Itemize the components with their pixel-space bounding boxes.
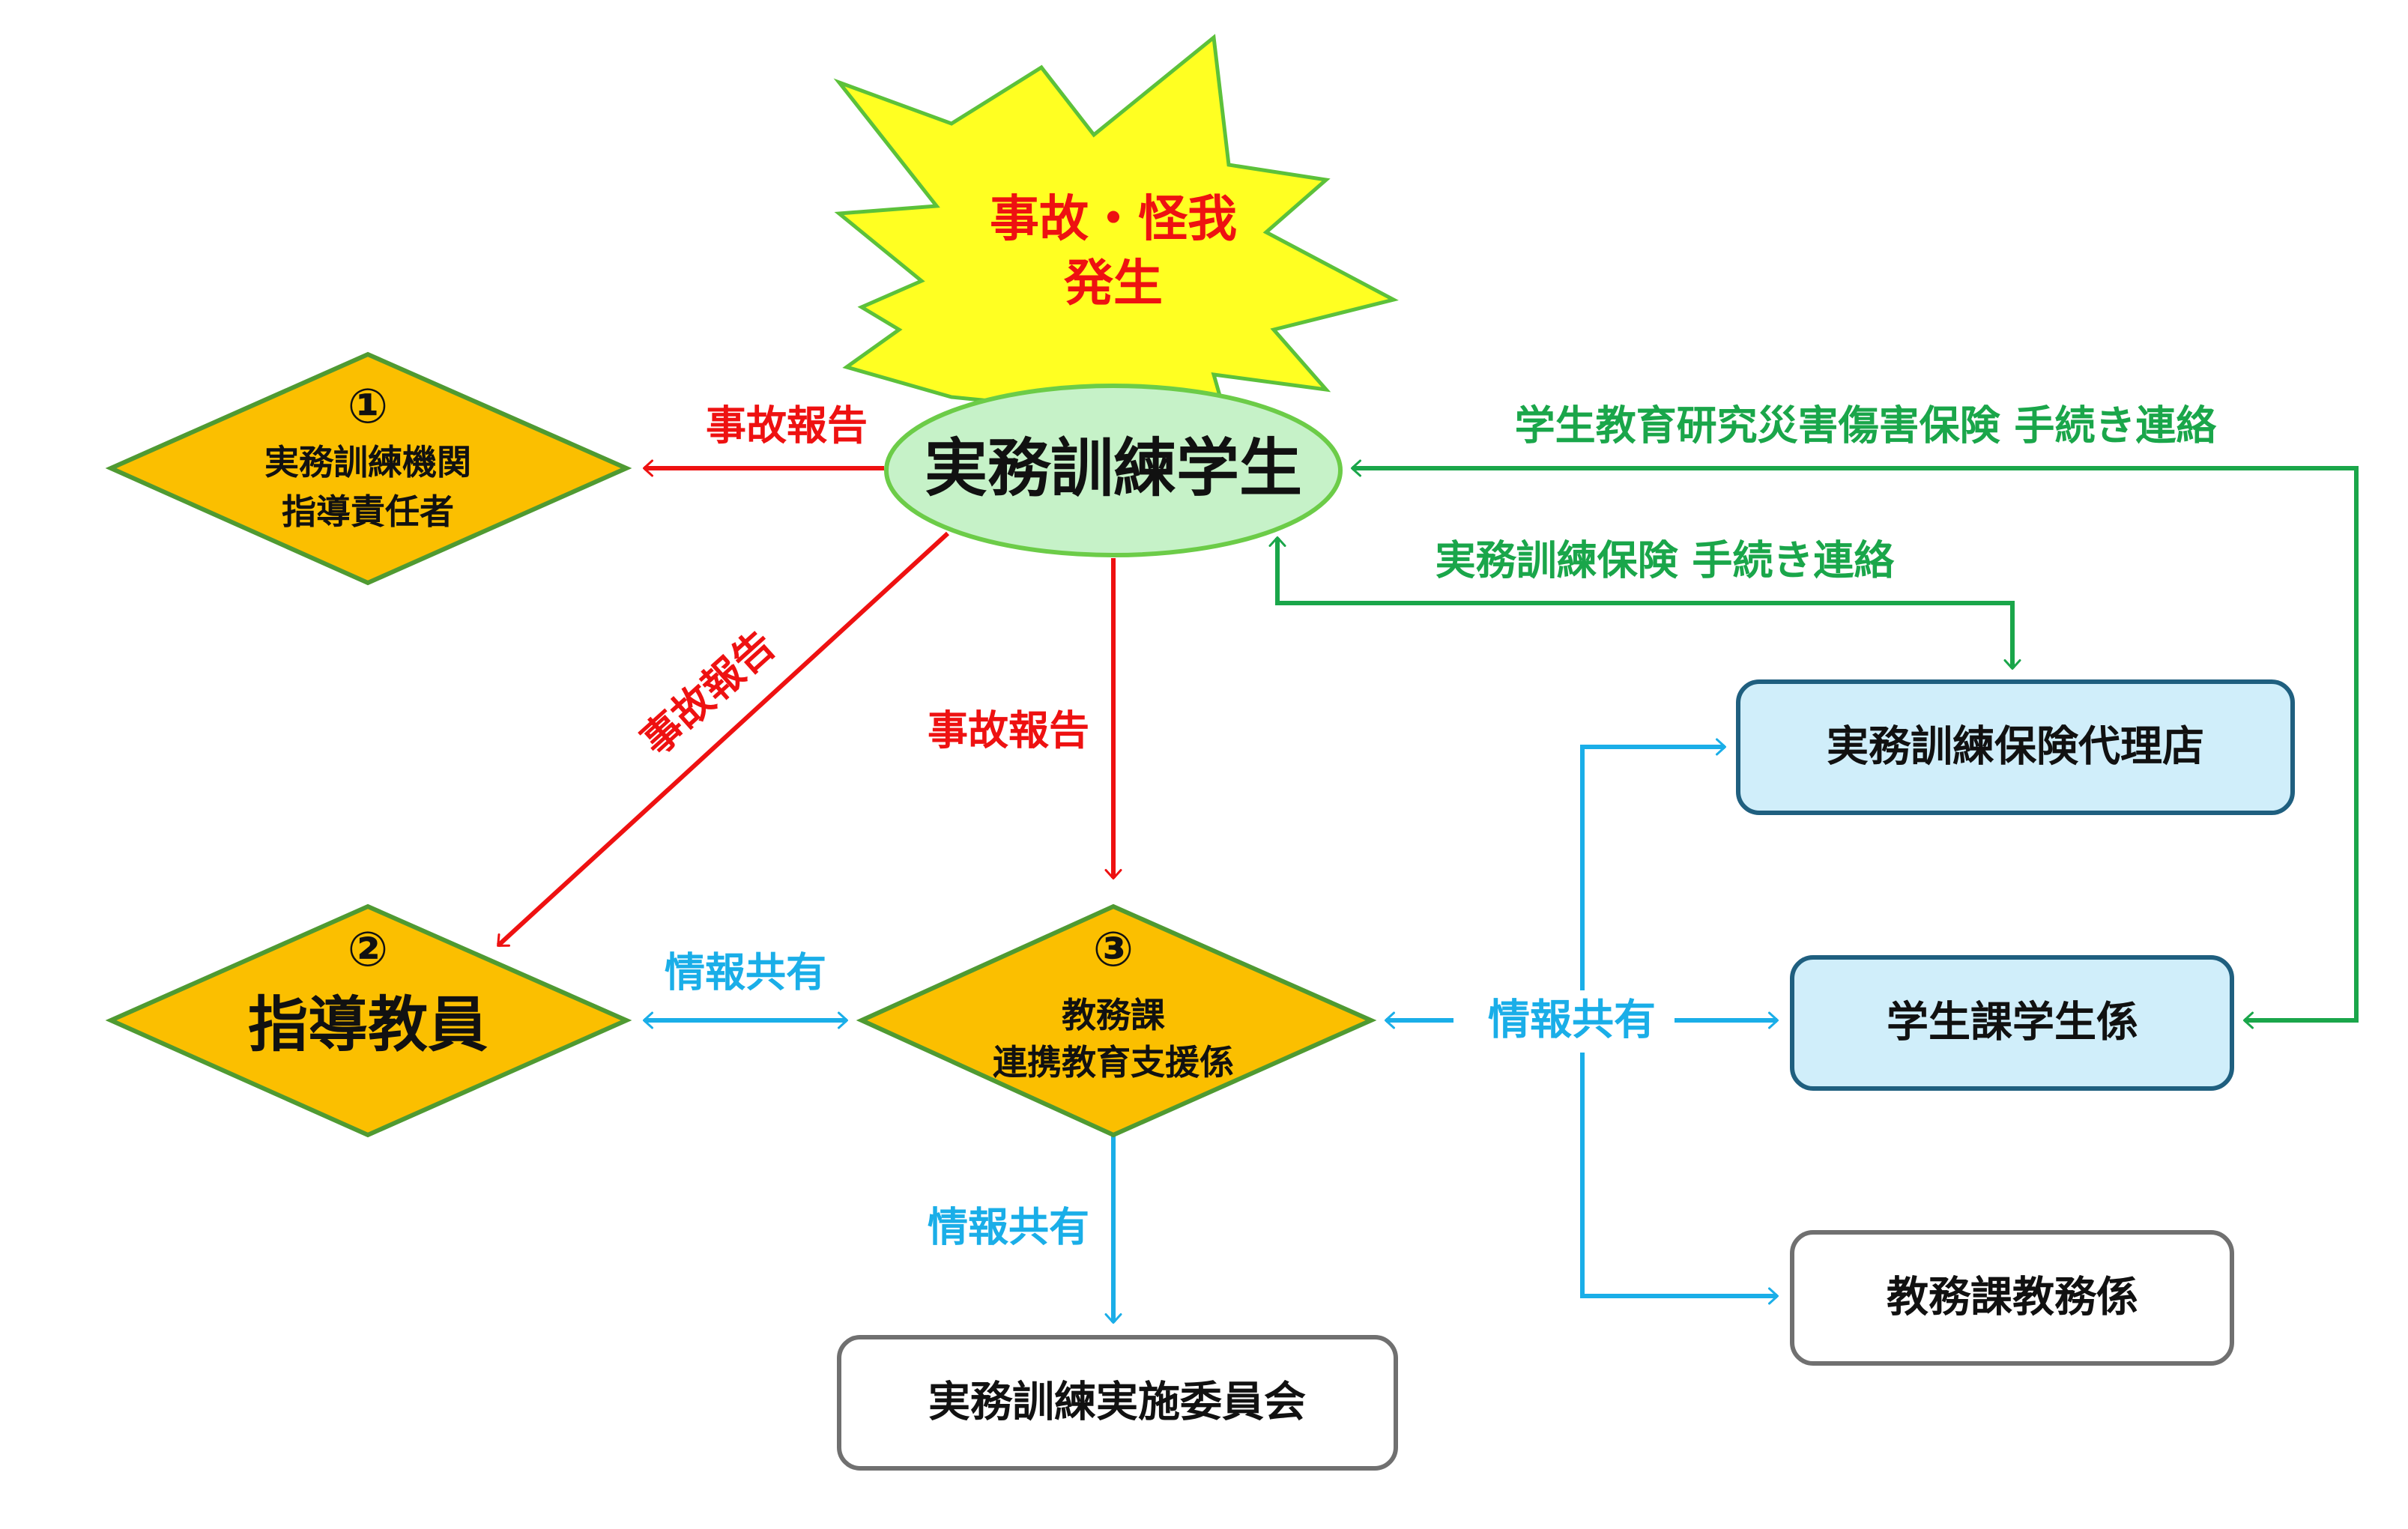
edge-label-share-2-3: 情報共有	[665, 949, 826, 996]
insurance-agency-label: 実務訓練保険代理店	[1827, 723, 2204, 772]
edge-label-share-3-committee: 情報共有	[928, 1204, 1089, 1251]
student-node	[884, 384, 1343, 557]
academic-affairs-box	[1790, 1230, 2234, 1366]
node2-label: 指導教員	[248, 990, 488, 1060]
diamond-node1	[105, 351, 632, 586]
node3-label-line1: 教務課	[1062, 995, 1165, 1035]
diamond-node2	[105, 903, 632, 1138]
edge-share-bracket-top	[1580, 738, 1726, 990]
edge-label-disaster-insurance-contact: 学生教育研究災害傷害保険 手続き連絡	[1515, 402, 2218, 449]
student-affairs-box	[1790, 955, 2234, 1091]
diamond-node3	[856, 903, 1377, 1138]
edge-label-insurance-contact: 実務訓練保険 手続き連絡	[1436, 537, 1896, 584]
edge-label-report-node2: 事故報告	[632, 621, 784, 764]
node1-label-line1: 実務訓練機関	[264, 442, 471, 482]
burst-label-line1: 事故・怪我	[990, 190, 1237, 248]
insurance-agency-box	[1736, 679, 2295, 815]
node3-number: ③	[1093, 922, 1134, 978]
student-label: 実務訓練学生	[925, 432, 1302, 505]
committee-box	[837, 1335, 1398, 1471]
node1-label-line2: 指導責任者	[282, 491, 454, 532]
academic-affairs-label: 教務課教務係	[1887, 1274, 2138, 1322]
node2-number: ②	[348, 922, 388, 978]
edge-label-report-node1: 事故報告	[706, 402, 868, 449]
edge-label-report-node3: 事故報告	[928, 707, 1089, 754]
edge-disaster-insurance-contact	[1351, 459, 2359, 1029]
burst-label-line2: 発生	[1064, 255, 1163, 312]
edge-report-to-node2	[496, 531, 950, 948]
committee-label: 実務訓練実施委員会	[928, 1378, 1306, 1427]
node1-number: ①	[348, 379, 388, 435]
edge-label-share-3-right: 情報共有	[1488, 996, 1656, 1045]
edge-share-bracket-bottom	[1580, 1053, 1779, 1305]
node3-label-line2: 連携教育支援係	[993, 1042, 1234, 1083]
student-affairs-label: 学生課学生係	[1887, 999, 2138, 1047]
